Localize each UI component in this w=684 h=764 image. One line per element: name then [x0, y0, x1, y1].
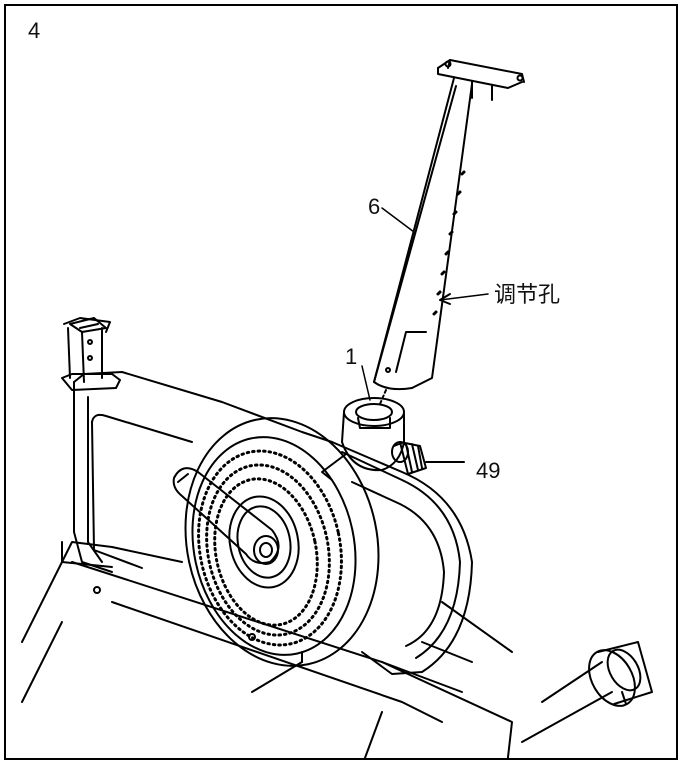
callout-part-1: 1 [345, 344, 358, 369]
callout-part-49: 49 [476, 458, 501, 483]
flywheel-cover [172, 417, 380, 667]
callout-adjustment-holes: 调节孔 [494, 283, 561, 308]
step-number: 4 [28, 18, 41, 43]
rear-roller [521, 641, 653, 743]
main-housing [73, 371, 473, 693]
base-frame [21, 541, 513, 758]
rear-upright-tube [61, 317, 121, 391]
leader-lines [361, 207, 489, 401]
adjustment-knob-part-49 [391, 441, 465, 475]
callout-part-6: 6 [368, 194, 381, 219]
exercise-bike-illustration [21, 59, 653, 758]
diagram-frame: 4 6 1 49 调节孔 [4, 4, 678, 760]
seat-post-part-6 [373, 59, 525, 405]
